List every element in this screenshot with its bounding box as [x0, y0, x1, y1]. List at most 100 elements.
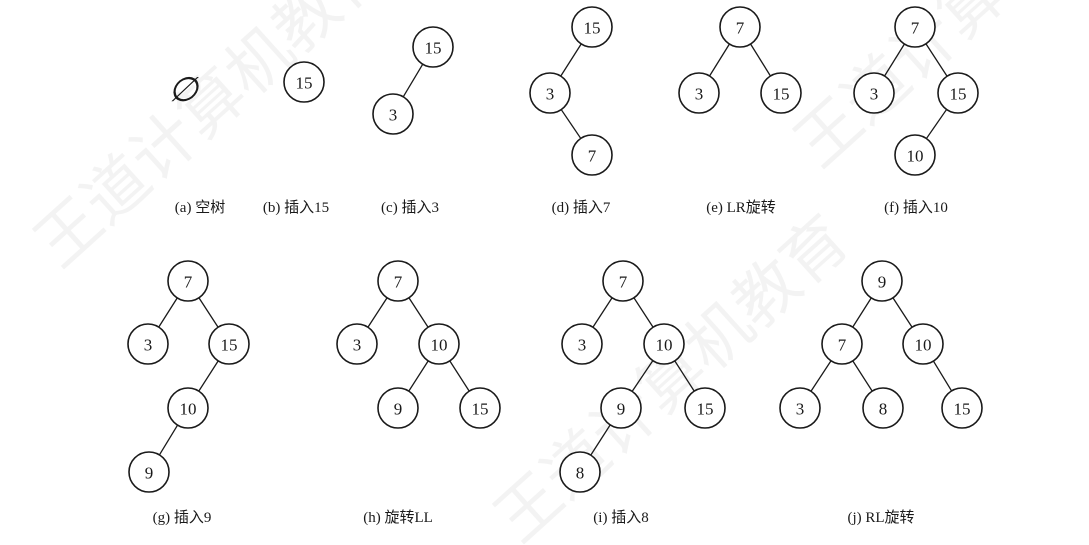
- tree-node: 8: [559, 451, 601, 493]
- node-circle: [643, 323, 685, 365]
- node-circle: [571, 134, 613, 176]
- tree-node: 15: [412, 26, 454, 68]
- node-value: 10: [431, 336, 448, 355]
- node-value: 7: [619, 273, 628, 292]
- node-value: 3: [389, 106, 398, 125]
- node-circle: [561, 323, 603, 365]
- tree-node: 7: [894, 6, 936, 48]
- watermark-text-2: 王道计算机教育: [481, 202, 863, 545]
- node-value: 8: [576, 464, 585, 483]
- tree-node: 10: [643, 323, 685, 365]
- node-circle: [167, 387, 209, 429]
- node-value: 9: [878, 273, 887, 292]
- tree-panel-a: ∅ (a) 空树: [168, 70, 225, 216]
- step-caption: (e) LR旋转: [706, 199, 776, 216]
- node-value: 15: [221, 336, 238, 355]
- node-circle: [571, 6, 613, 48]
- node-value: 3: [546, 85, 555, 104]
- tree-node: 15: [208, 323, 250, 365]
- node-circle: [861, 260, 903, 302]
- tree-edge: [925, 109, 948, 139]
- step-caption: (a) 空树: [175, 199, 225, 216]
- node-value: 15: [950, 85, 967, 104]
- tree-node: 3: [127, 323, 169, 365]
- tree-edge: [631, 360, 654, 392]
- tree-edge: [932, 360, 953, 392]
- node-circle: [418, 323, 460, 365]
- tree-edge: [449, 360, 470, 392]
- tree-panel-g: 7 3 15 10 9 (g) 插入9: [127, 260, 250, 526]
- node-circle: [412, 26, 454, 68]
- tree-panel-e: 7 3 15 (e) LR旋转: [678, 6, 802, 216]
- tree-node: 15: [760, 72, 802, 114]
- node-circle: [283, 61, 325, 103]
- tree-node: 9: [861, 260, 903, 302]
- tree-node: 3: [529, 72, 571, 114]
- tree-node: 3: [678, 72, 720, 114]
- tree-edge: [674, 360, 695, 392]
- node-value: 3: [695, 85, 704, 104]
- node-circle: [529, 72, 571, 114]
- step-caption: (h) 旋转LL: [363, 509, 433, 526]
- tree-edge: [592, 297, 613, 328]
- node-value: 7: [184, 273, 193, 292]
- tree-node: 10: [418, 323, 460, 365]
- tree-edge: [367, 297, 388, 328]
- node-value: 9: [394, 400, 403, 419]
- node-value: 9: [617, 400, 626, 419]
- node-value: 15: [472, 400, 489, 419]
- node-value: 10: [656, 336, 673, 355]
- tree-edge: [198, 297, 219, 328]
- step-caption: (i) 插入8: [593, 509, 648, 526]
- node-value: 7: [911, 19, 920, 38]
- node-value: 3: [796, 400, 805, 419]
- node-circle: [821, 323, 863, 365]
- tree-edge: [633, 297, 654, 328]
- node-circle: [760, 72, 802, 114]
- tree-node: 8: [862, 387, 904, 429]
- node-circle: [602, 260, 644, 302]
- tree-node: 3: [336, 323, 378, 365]
- tree-node: 10: [894, 134, 936, 176]
- tree-panel-d: 15 3 7 (d) 插入7: [529, 6, 613, 216]
- tree-node: 3: [372, 93, 414, 135]
- tree-panel-c: 153(c) 插入3: [372, 26, 454, 216]
- node-circle: [167, 260, 209, 302]
- node-circle: [684, 387, 726, 429]
- tree-edge: [709, 43, 730, 77]
- node-circle: [336, 323, 378, 365]
- watermark-text-1: 王道计算机教育: [21, 0, 403, 282]
- node-value: 10: [180, 400, 197, 419]
- step-caption: (g) 插入9: [153, 509, 212, 526]
- tree-node: 7: [719, 6, 761, 48]
- node-circle: [862, 387, 904, 429]
- node-circle: [377, 260, 419, 302]
- step-caption: (d) 插入7: [552, 199, 611, 216]
- tree-edge: [590, 424, 611, 456]
- tree-node: 7: [571, 134, 613, 176]
- tree-edge: [810, 360, 832, 392]
- node-value: 9: [145, 464, 154, 483]
- empty-tree-symbol: ∅: [168, 70, 199, 110]
- tree-node: 7: [167, 260, 209, 302]
- tree-edge: [925, 43, 948, 77]
- node-value: 10: [915, 336, 932, 355]
- node-circle: [128, 451, 170, 493]
- tree-node: 3: [853, 72, 895, 114]
- node-circle: [459, 387, 501, 429]
- tree-node: 9: [600, 387, 642, 429]
- node-value: 15: [697, 400, 714, 419]
- node-circle: [127, 323, 169, 365]
- node-circle: [902, 323, 944, 365]
- tree-node: 15: [937, 72, 979, 114]
- step-caption: (b) 插入15: [263, 199, 329, 216]
- node-circle: [208, 323, 250, 365]
- node-circle: [678, 72, 720, 114]
- node-value: 15: [584, 19, 601, 38]
- tree-node: 7: [821, 323, 863, 365]
